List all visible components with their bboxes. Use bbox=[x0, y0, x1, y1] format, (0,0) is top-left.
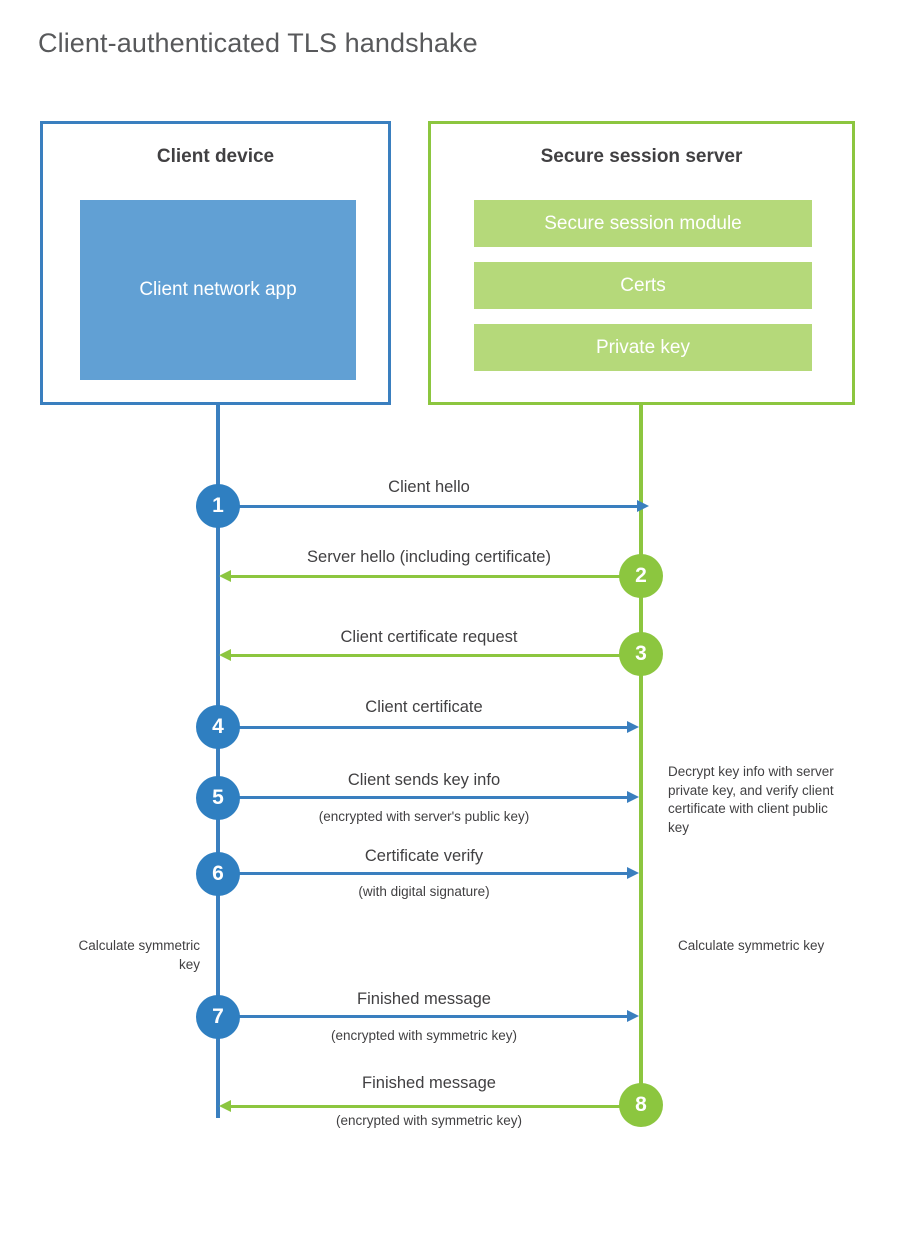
server-component-certs: Certs bbox=[474, 262, 812, 309]
step-8-sublabel: (encrypted with symmetric key) bbox=[335, 1113, 523, 1128]
client-network-app-block: Client network app bbox=[80, 200, 356, 380]
step-3-marker[interactable]: 3 bbox=[619, 632, 663, 676]
step-7-arrow bbox=[218, 1010, 639, 1022]
arrowhead-left-icon bbox=[219, 570, 231, 582]
arrowhead-left-icon bbox=[219, 649, 231, 661]
step-7-sublabel: (encrypted with symmetric key) bbox=[330, 1028, 518, 1043]
step-7-label: Finished message bbox=[357, 990, 491, 1008]
step-1-marker[interactable]: 1 bbox=[196, 484, 240, 528]
arrowhead-right-icon bbox=[627, 791, 639, 803]
server-component-private-key: Private key bbox=[474, 324, 812, 371]
arrowhead-left-icon bbox=[219, 1100, 231, 1112]
step-6-label: Certificate verify bbox=[364, 847, 484, 865]
step-8-arrow bbox=[219, 1100, 640, 1112]
step-5-sublabel: (encrypted with server's public key) bbox=[318, 809, 530, 824]
arrowhead-right-icon bbox=[627, 1010, 639, 1022]
arrowhead-right-icon bbox=[627, 867, 639, 879]
step-4-arrow bbox=[218, 721, 639, 733]
step-1-label: Client hello bbox=[388, 478, 470, 496]
arrowhead-right-icon bbox=[627, 721, 639, 733]
step-8-marker[interactable]: 8 bbox=[619, 1083, 663, 1127]
page-title: Client-authenticated TLS handshake bbox=[38, 28, 478, 58]
client-device-box: Client device Client network app bbox=[40, 121, 391, 405]
step-6-arrow bbox=[218, 867, 639, 879]
step-8-label: Finished message bbox=[362, 1074, 496, 1092]
step-6-marker[interactable]: 6 bbox=[196, 852, 240, 896]
step-5-label: Client sends key info bbox=[347, 771, 501, 789]
step-5-marker[interactable]: 5 bbox=[196, 776, 240, 820]
step-4-marker[interactable]: 4 bbox=[196, 705, 240, 749]
step-6-sublabel: (with digital signature) bbox=[358, 884, 490, 899]
step-3-label: Client certificate request bbox=[340, 628, 518, 646]
secure-session-server-title: Secure session server bbox=[540, 146, 743, 167]
step-5-arrow bbox=[218, 791, 639, 803]
client-device-title: Client device bbox=[156, 146, 275, 167]
step-3-arrow bbox=[219, 649, 640, 661]
server-decrypt-annotation: Decrypt key info with server private key… bbox=[668, 764, 834, 835]
client-lifeline bbox=[216, 405, 220, 1118]
server-calculate-symmetric-key-annotation: Calculate symmetric key bbox=[678, 938, 825, 953]
step-2-arrow bbox=[219, 570, 640, 582]
arrowhead-right-icon bbox=[637, 500, 649, 512]
server-lifeline bbox=[639, 405, 643, 1105]
step-2-marker[interactable]: 2 bbox=[619, 554, 663, 598]
step-7-marker[interactable]: 7 bbox=[196, 995, 240, 1039]
server-component-secure-session-module: Secure session module bbox=[474, 200, 812, 247]
server-components-list: Secure session module Certs Private key bbox=[474, 200, 812, 371]
step-1-arrow bbox=[218, 500, 649, 512]
step-2-label: Server hello (including certificate) bbox=[307, 548, 551, 566]
secure-session-server-box: Secure session server Secure session mod… bbox=[428, 121, 855, 405]
step-4-label: Client certificate bbox=[365, 698, 483, 716]
client-calculate-symmetric-key-annotation: Calculate symmetric key bbox=[78, 938, 200, 972]
